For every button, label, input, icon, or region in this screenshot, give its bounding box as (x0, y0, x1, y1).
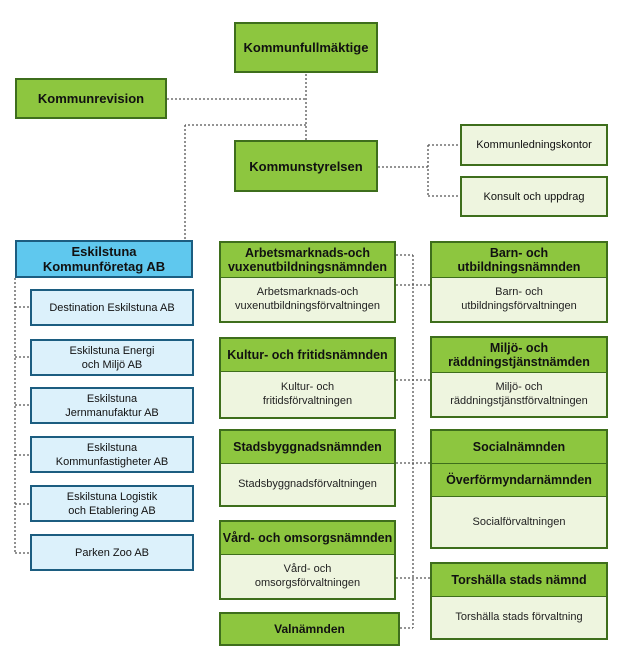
kommunfullmaktige-box: Kommunfullmäktige (234, 22, 378, 73)
namnd-header-line1: Miljö- och (489, 341, 549, 355)
namnd-header-secondary: Överförmyndarnämnden (432, 464, 606, 497)
forvaltning-body: Arbetsmarknads-och vuxenutbildningsförva… (221, 277, 394, 321)
kommunrevision-label: Kommunrevision (37, 91, 145, 106)
namnd-header-line2: räddningstjänstnämden (448, 355, 590, 369)
namnd-social: Socialnämnden Överförmyndarnämnden Socia… (430, 429, 608, 549)
namnd-header-line2: utbildningsnämnden (457, 260, 581, 274)
company-line2: Jernmanufaktur AB (65, 406, 159, 419)
valnamnden-box: Valnämnden (219, 612, 400, 646)
forvaltning-body: Vård- och omsorgsförvaltningen (221, 554, 394, 598)
kommunledningskontor-label: Kommunledningskontor (476, 139, 592, 151)
forvaltning-line2: räddningstjänstförvaltningen (450, 395, 588, 407)
forvaltning-line1: Barn- och (495, 286, 543, 298)
namnd-header-line2: vuxenutbildningsnämnden (227, 260, 388, 274)
company-line1: Eskilstuna (86, 441, 138, 454)
forvaltning-line1: Kultur- och (280, 381, 335, 393)
company-line2: Kommunfastigheter AB (55, 455, 169, 468)
forvaltning-body: Socialförvaltningen (432, 497, 606, 547)
company-line1: Destination Eskilstuna AB (49, 301, 175, 314)
namnd-arbetsmarknad: Arbetsmarknads-och vuxenutbildningsnämnd… (219, 241, 396, 323)
namnd-header-line1: Stadsbyggnadsnämnden (233, 440, 382, 454)
kommunforetag-header-line1: Eskilstuna (71, 244, 137, 259)
forvaltning-line1: Vård- och (283, 563, 332, 575)
forvaltning-line1: Miljö- och (495, 381, 543, 393)
company-box-parken-zoo: Parken Zoo AB (30, 534, 194, 571)
forvaltning-line2: fritidsförvaltningen (262, 395, 353, 407)
namnd-header: Torshälla stads nämnd (432, 564, 606, 597)
kommunledningskontor-box: Kommunledningskontor (460, 124, 608, 166)
namnd-miljo-raddning: Miljö- och räddningstjänstnämden Miljö- … (430, 336, 608, 418)
forvaltning-body: Stadsbyggnadsförvaltningen (221, 463, 394, 505)
forvaltning-line2: vuxenutbildningsförvaltningen (235, 300, 380, 312)
namnd-header: Vård- och omsorgsnämnden (221, 522, 394, 555)
forvaltning-body: Torshälla stads förvaltning (432, 596, 606, 638)
forvaltning-line1: Stadsbyggnadsförvaltningen (238, 478, 377, 490)
kommunstyrelsen-label: Kommunstyrelsen (249, 158, 363, 174)
namnd-header-line1: Arbetsmarknads-och (244, 246, 371, 260)
forvaltning-line1: Arbetsmarknads-och (256, 286, 359, 298)
namnd-vard-omsorg: Vård- och omsorgsnämnden Vård- och omsor… (219, 520, 396, 600)
socialnamnden-label: Socialnämnden (472, 440, 566, 454)
konsult-och-uppdrag-box: Konsult och uppdrag (460, 176, 608, 217)
namnd-header: Miljö- och räddningstjänstnämden (432, 338, 606, 373)
company-box-destination-eskilstuna: Destination Eskilstuna AB (30, 289, 194, 326)
company-line1: Eskilstuna Energi (69, 344, 155, 357)
valnamnden-label: Valnämnden (274, 622, 345, 636)
socialforvaltningen-label: Socialförvaltningen (472, 516, 566, 528)
company-box-kommunfastigheter: Eskilstuna Kommunfastigheter AB (30, 436, 194, 473)
namnd-header: Arbetsmarknads-och vuxenutbildningsnämnd… (221, 243, 394, 278)
torshalla-namnd-label: Torshälla stads nämnd (451, 573, 587, 587)
company-box-jernmanufaktur: Eskilstuna Jernmanufaktur AB (30, 387, 194, 424)
kommunstyrelsen-box: Kommunstyrelsen (234, 140, 378, 192)
namnd-header: Kultur- och fritidsnämnden (221, 339, 394, 372)
forvaltning-line2: utbildningsförvaltningen (461, 300, 577, 312)
company-box-eskilstuna-energi: Eskilstuna Energi och Miljö AB (30, 339, 194, 376)
namnd-header: Barn- och utbildningsnämnden (432, 243, 606, 278)
namnd-header-line1: Vård- och omsorgsnämnden (222, 531, 393, 545)
kommunfullmaktige-label: Kommunfullmäktige (243, 40, 369, 55)
forvaltning-body: Miljö- och räddningstjänstförvaltningen (432, 372, 606, 416)
company-line2: och Etablering AB (68, 504, 156, 517)
forvaltning-body: Kultur- och fritidsförvaltningen (221, 371, 394, 417)
company-box-logistik: Eskilstuna Logistik och Etablering AB (30, 485, 194, 522)
namnd-kultur-fritid: Kultur- och fritidsnämnden Kultur- och f… (219, 337, 396, 419)
forvaltning-line2: omsorgsförvaltningen (254, 577, 361, 589)
namnd-header: Stadsbyggnadsnämnden (221, 431, 394, 464)
torshalla-forvaltning-label: Torshälla stads förvaltning (455, 611, 583, 623)
overformyndarnamnden-label: Överförmyndarnämnden (446, 473, 592, 487)
kommunrevision-box: Kommunrevision (15, 78, 167, 119)
namnd-barn-utbildning: Barn- och utbildningsnämnden Barn- och u… (430, 241, 608, 323)
namnd-torshalla: Torshälla stads nämnd Torshälla stads fö… (430, 562, 608, 640)
company-line1: Eskilstuna Logistik (66, 490, 158, 503)
company-line1: Parken Zoo AB (75, 546, 149, 559)
kommunforetag-header-box: Eskilstuna Kommunföretag AB (15, 240, 193, 278)
forvaltning-body: Barn- och utbildningsförvaltningen (432, 277, 606, 321)
company-line1: Eskilstuna (86, 392, 138, 405)
kommunforetag-header-line2: Kommunföretag AB (42, 259, 166, 274)
namnd-header: Socialnämnden (432, 431, 606, 464)
company-line2: och Miljö AB (81, 358, 143, 371)
namnd-header-line1: Kultur- och fritidsnämnden (227, 348, 388, 362)
namnd-header-line1: Barn- och (489, 246, 549, 260)
konsult-och-uppdrag-label: Konsult och uppdrag (483, 190, 585, 203)
namnd-stadsbyggnad: Stadsbyggnadsnämnden Stadsbyggnadsförval… (219, 429, 396, 507)
